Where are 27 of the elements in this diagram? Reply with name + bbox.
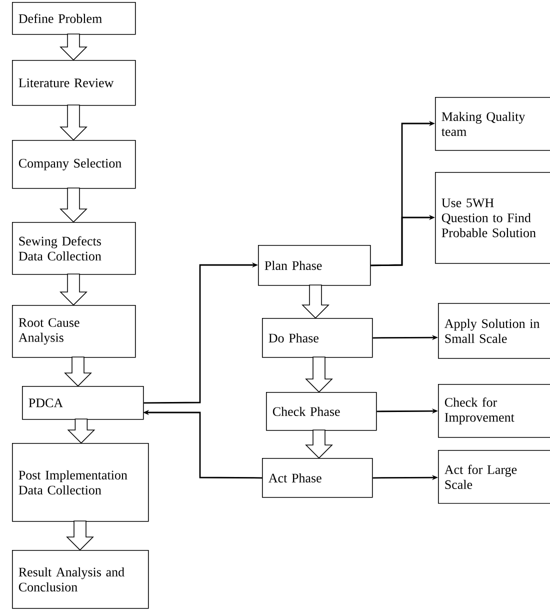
block-arrow bbox=[302, 284, 330, 319]
block-arrow bbox=[305, 356, 333, 393]
process-box: Check Phase bbox=[266, 392, 377, 431]
process-box: Plan Phase bbox=[258, 245, 371, 286]
process-box: Do Phase bbox=[262, 318, 373, 358]
process-box: Act for Large Scale bbox=[438, 450, 550, 504]
block-arrow bbox=[305, 430, 333, 459]
block-arrow bbox=[66, 520, 94, 551]
block-arrow bbox=[64, 356, 92, 387]
process-box: Making Quality team bbox=[435, 97, 550, 151]
block-arrow bbox=[60, 274, 88, 306]
process-box: Company Selection bbox=[12, 140, 136, 189]
process-box: Act Phase bbox=[262, 458, 373, 498]
process-box: Use 5WH Question to Find Probable Solution bbox=[435, 172, 550, 264]
block-arrow bbox=[60, 188, 88, 223]
process-box: Root Cause Analysis bbox=[12, 305, 136, 358]
process-box: Result Analysis and Conclusion bbox=[12, 550, 149, 609]
block-arrow bbox=[60, 104, 88, 141]
process-box: Check for Improvement bbox=[438, 384, 550, 438]
block-arrow bbox=[60, 34, 88, 61]
process-box: Post Implementation Data Collection bbox=[12, 443, 149, 522]
process-box: Apply Solution in Small Scale bbox=[438, 303, 550, 359]
process-box: Literature Review bbox=[12, 60, 136, 106]
process-box: Sewing Defects Data Collection bbox=[12, 222, 136, 275]
process-box: Define Problem bbox=[12, 2, 136, 35]
block-arrow bbox=[67, 418, 96, 444]
process-box: PDCA bbox=[22, 386, 144, 420]
